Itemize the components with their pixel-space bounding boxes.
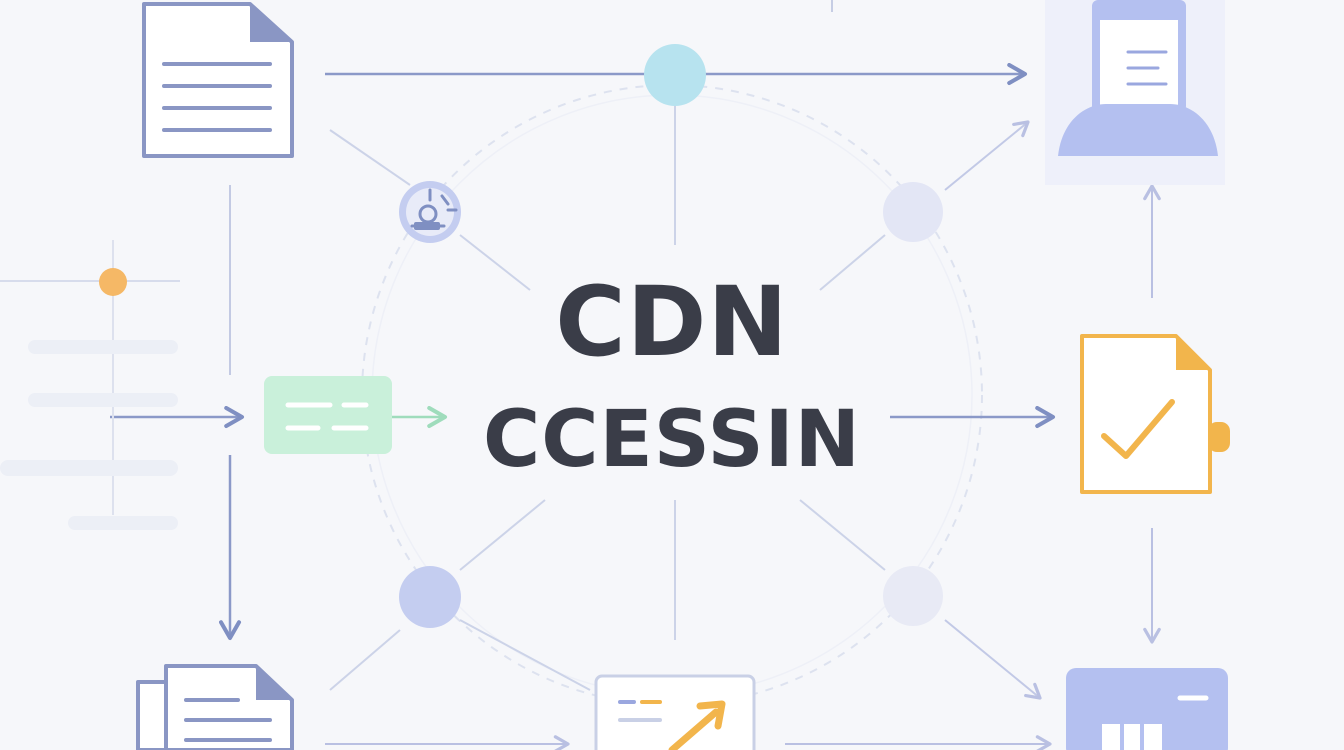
server-rack-icon [1066,668,1228,750]
stacked-documents-icon [136,664,294,750]
connector-lines [329,105,886,691]
diagram-title: CDN [555,266,789,378]
faded-side-panel [0,240,180,530]
top-hub-node [644,44,706,106]
lower-right-node [883,566,943,626]
checklist-document-icon [1080,334,1230,494]
orange-marker [99,268,127,296]
server-icon [1045,0,1225,185]
diagram-subtitle: CCESSIN [483,395,861,485]
upload-chart-icon [594,674,756,750]
data-packet-icon [264,376,392,454]
lower-left-node [399,566,461,628]
lower-right-arrow [944,619,1042,700]
document-icon [142,2,294,158]
upper-right-arrow [944,120,1030,191]
gear-node-icon [399,181,461,243]
upper-right-node [883,182,943,242]
